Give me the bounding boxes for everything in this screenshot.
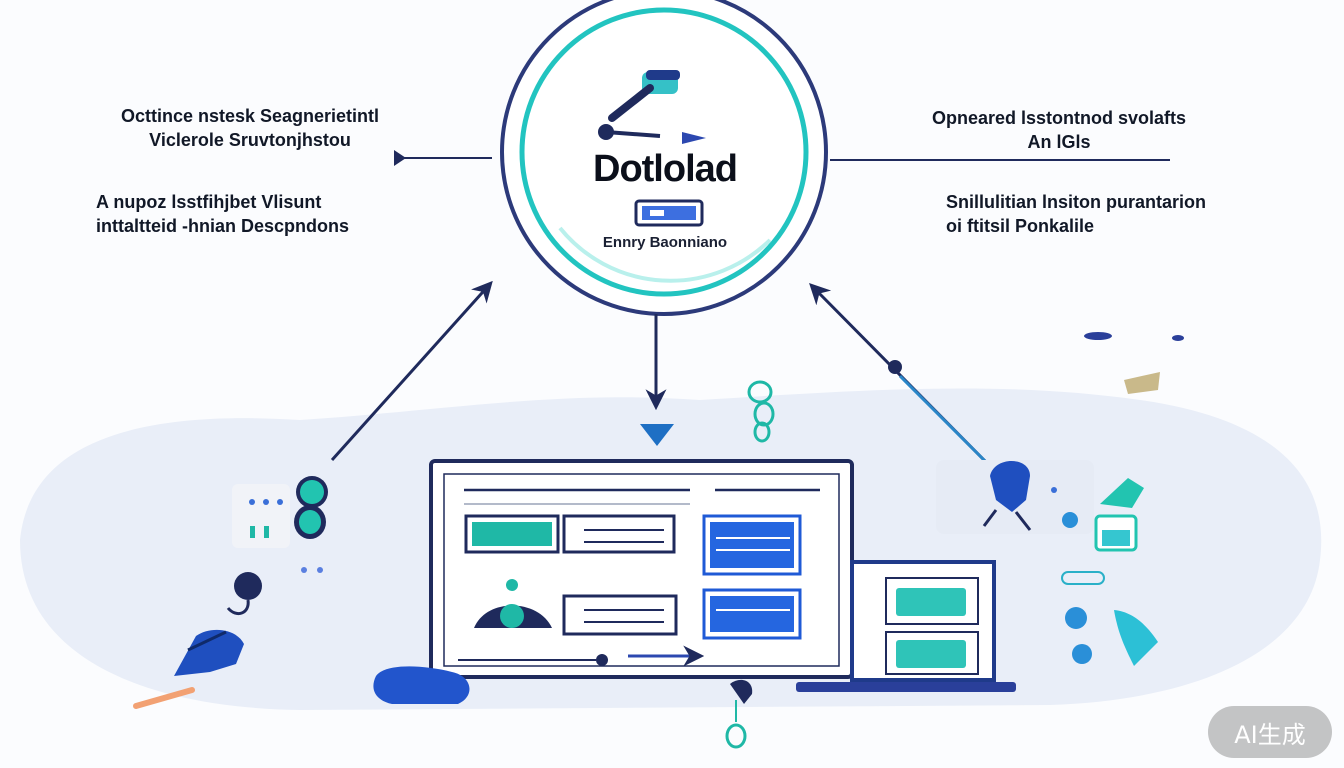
- hub-circle: [500, 0, 828, 316]
- arrow-right-up: [809, 283, 988, 464]
- label-mid-left-line2: inttaltteid -hnian Descpndons: [96, 216, 350, 236]
- label-mid-right-line1: Snillulitian lnsiton purantarion: [946, 192, 1206, 212]
- label-top-left-line1: Octtince nstesk Seagnerietintl: [120, 106, 380, 126]
- hub-subtitle: Ennry Baonniano: [602, 234, 728, 251]
- left-widget: [232, 476, 328, 573]
- ai-generated-badge: AI生成: [1208, 706, 1332, 758]
- label-mid-right: Snillulitian lnsiton purantarion oi ftit…: [946, 190, 1246, 238]
- label-top-right-line1: Opneared lsstontnod svolafts: [931, 108, 1187, 128]
- link-icon: [747, 380, 775, 443]
- label-mid-right-line2: oi ftitsil Ponkalile: [946, 216, 1095, 236]
- label-top-right-line2: An lGls: [1027, 132, 1091, 152]
- laptop-icon: [796, 560, 1016, 692]
- hub-title: Dotlolad: [593, 148, 738, 190]
- tools-icon: [598, 70, 706, 144]
- pin-icon: [725, 679, 753, 749]
- person-icon: [936, 460, 1094, 534]
- folded-paper-icon: [1084, 332, 1184, 394]
- label-mid-left: A nupoz lsstfihjbet Vlisunt inttaltteid …: [96, 190, 396, 238]
- arrow-left-up: [330, 280, 493, 462]
- label-top-right: Opneared lsstontnod svolafts An lGls: [904, 106, 1214, 154]
- right-shapes: [1061, 478, 1158, 666]
- label-mid-left-line1: A nupoz lsstfihjbet Vlisunt: [96, 192, 322, 212]
- hand-pen-icon: [133, 572, 262, 709]
- label-top-left-line2: Viclerole Sruvtonjhstou: [149, 130, 351, 150]
- hub-panel-icon: [634, 199, 704, 227]
- stand-blob: [373, 666, 470, 704]
- monitor-icon: [429, 459, 854, 679]
- down-triangle: [640, 424, 674, 446]
- label-top-left: Octtince nstesk Seagnerietintl Viclerole…: [100, 104, 400, 152]
- left-connector: [394, 150, 492, 166]
